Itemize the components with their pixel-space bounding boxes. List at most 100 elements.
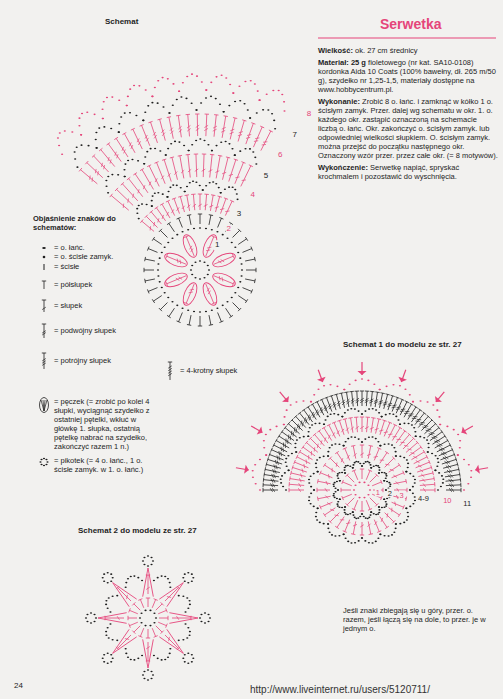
stitch-line [348, 417, 352, 419]
chain-dot [334, 535, 336, 537]
petal-loop [211, 250, 237, 269]
chain-dot [327, 455, 329, 457]
chain-dot [344, 472, 346, 474]
chain-dot [252, 470, 254, 472]
stitch-line [185, 194, 189, 196]
chain-dot [361, 537, 363, 539]
stitch-line [188, 114, 190, 136]
stitch-line [137, 138, 139, 142]
stitch-line [418, 409, 422, 412]
stitch-line [353, 446, 356, 459]
round-number: 6 [277, 151, 283, 161]
chain-dot [329, 384, 331, 386]
chain-dot [178, 141, 180, 143]
stitch-line [324, 428, 332, 441]
chain-dot [111, 174, 113, 176]
stitch-line [111, 195, 129, 210]
chain-dot [182, 658, 184, 660]
chain-dot [142, 674, 144, 676]
chain-dot [344, 512, 346, 514]
chain-dot [283, 110, 285, 112]
stitch-line [281, 447, 283, 451]
chain-dot [182, 596, 184, 598]
chain-dot [344, 506, 346, 508]
stitch-line [196, 128, 200, 130]
stitch-line [149, 166, 159, 187]
stitch-line [329, 395, 333, 396]
chain-dot [441, 475, 443, 477]
chain-dot [181, 307, 183, 309]
petal-loop [180, 233, 199, 259]
stitch-line [433, 476, 435, 480]
chain-dot [399, 423, 401, 425]
chain-dot [254, 464, 256, 466]
chain-dot [354, 542, 356, 544]
stitch-line [366, 471, 370, 480]
chain-dot [375, 409, 377, 411]
chain-dot [192, 577, 194, 579]
chain-dot [234, 292, 236, 294]
chain-dot [341, 416, 343, 418]
chain-dot [184, 573, 186, 575]
chain-dot [296, 439, 298, 441]
chain-dot [337, 505, 339, 507]
chain-dot [130, 659, 132, 661]
stitch-line [97, 171, 99, 175]
chain-dot [352, 511, 354, 513]
stitch-line [328, 435, 330, 439]
chain-dot [368, 408, 370, 410]
chain-dot [385, 503, 387, 505]
chain-dot [372, 408, 374, 410]
chain-dot [283, 424, 285, 426]
chain-dot [299, 437, 301, 439]
chain-dot [327, 416, 329, 418]
stitch-line [115, 152, 117, 156]
chain-dot [105, 631, 107, 633]
chain-dot [236, 193, 238, 195]
chain-dot [352, 514, 354, 516]
stitch-line [122, 132, 126, 134]
chain-dot [157, 192, 159, 194]
legend-symbols [39, 247, 172, 466]
chain-dot [102, 118, 104, 120]
stitch-line [42, 359, 46, 361]
stitch-line [44, 353, 45, 369]
stitch-line [328, 474, 330, 478]
stitch-line [128, 616, 129, 620]
stitch-line [233, 117, 237, 119]
stitch-line [345, 520, 350, 532]
chain-dot [368, 462, 370, 464]
stitch-line [264, 480, 279, 482]
stitch-line [400, 410, 404, 412]
chain-dot [205, 97, 207, 99]
chain-dot [103, 573, 105, 575]
stitch-line [264, 467, 266, 471]
stitch-line [162, 204, 170, 218]
stitch-line [148, 629, 149, 638]
stitch-line [212, 236, 216, 238]
stitch-line [370, 427, 374, 429]
stitch-line [200, 194, 201, 210]
chain-dot [347, 438, 349, 440]
chain-dot [211, 150, 213, 152]
chain-dot [407, 463, 409, 465]
chain-dot [144, 111, 146, 113]
stitch-line [205, 194, 206, 210]
chain-dot [282, 486, 284, 488]
arrow-head [357, 371, 366, 375]
chain-dot [344, 467, 346, 469]
chain-dot [314, 423, 316, 425]
chain-dot [205, 185, 207, 187]
chain-dot [405, 508, 407, 510]
stitch-line [297, 457, 310, 464]
chain-dot [412, 486, 414, 488]
chain-dot [116, 640, 118, 642]
chain-dot [203, 277, 205, 279]
stitch-line [145, 135, 147, 139]
stitch-line [299, 478, 301, 482]
stitch-line [144, 279, 146, 283]
chain-dot [108, 597, 110, 599]
chain-dot [332, 495, 334, 497]
chain-dot [343, 445, 345, 447]
chain-dot [352, 511, 354, 513]
